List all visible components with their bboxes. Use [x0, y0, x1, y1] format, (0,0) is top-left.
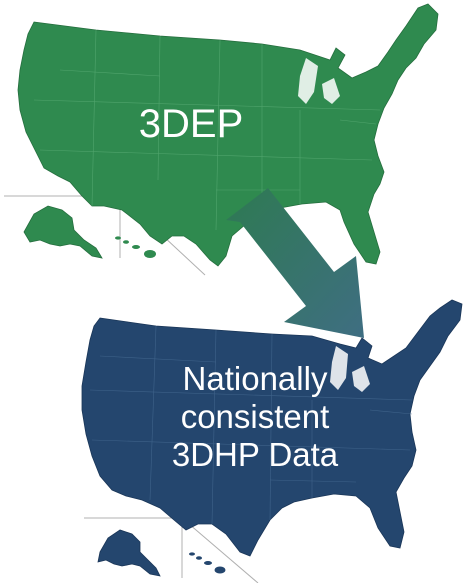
- bottom-contiguous-us-shape: [81, 299, 463, 557]
- bottom-map-label-line-2: consistent: [180, 398, 330, 435]
- bottom-map-label-line-3: 3DHP Data: [171, 436, 339, 473]
- top-state-borders: [33, 29, 381, 231]
- top-hawaii-shape: [115, 236, 156, 258]
- top-us-map: [4, 3, 439, 276]
- bottom-map-label: Nationally consistent 3DHP Data: [130, 360, 380, 474]
- down-right-arrow-icon: [226, 188, 364, 338]
- bottom-alaska-shape: [97, 529, 161, 577]
- top-alaska-shape: [23, 205, 103, 259]
- bottom-state-borders: [89, 325, 413, 525]
- bottom-map-label-line-1: Nationally: [182, 360, 328, 397]
- top-contiguous-us-shape: [17, 3, 439, 267]
- bottom-hawaii-shape: [189, 552, 226, 574]
- top-great-lakes: [298, 58, 340, 104]
- bottom-great-lakes: [330, 346, 370, 392]
- bottom-us-map: [81, 299, 463, 583]
- top-map-label: 3DEP: [138, 102, 244, 146]
